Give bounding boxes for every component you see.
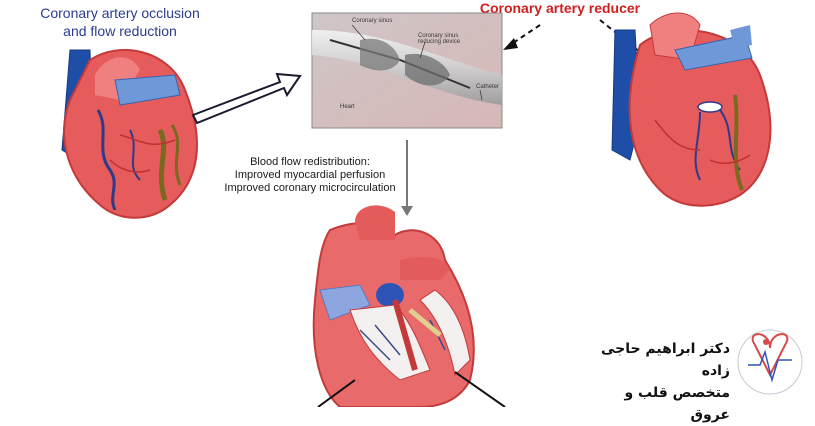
heart-cross-section [312, 205, 506, 407]
occlusion-title: Coronary artery occlusion and flow reduc… [20, 4, 220, 40]
hollow-arrow [191, 72, 302, 125]
label-reducing-device: Coronary sinus reducing device [418, 33, 461, 45]
diagram-canvas [61, 12, 803, 407]
occlusion-title-line1: Coronary artery occlusion [40, 5, 200, 21]
doctor-signature: دکتر ابراهیم حاجی زاده متخصص قلب و عروق [590, 338, 730, 426]
doctor-logo [737, 329, 803, 395]
right-heart-illustration [611, 12, 772, 207]
label-catheter: Catheter [476, 84, 500, 90]
redistribution-line3: Improved coronary microcirculation [224, 182, 396, 194]
label-coronary-sinus: Coronary sinus [352, 18, 393, 24]
reducer-device-image [311, 12, 503, 129]
left-heart-illustration [61, 49, 198, 219]
label-heart: Heart [340, 104, 355, 110]
redistribution-line1: Blood flow redistribution: [250, 156, 370, 168]
doctor-name: دکتر ابراهیم حاجی زاده [600, 341, 730, 379]
reducer-title: Coronary artery reducer [479, 0, 641, 16]
doctor-specialty: متخصص قلب و عروق [624, 385, 730, 423]
occlusion-title-line2: and flow reduction [63, 23, 177, 39]
down-arrow [401, 140, 413, 216]
redistribution-text: Blood flow redistribution: Improved myoc… [205, 156, 415, 195]
redistribution-line2: Improved myocardial perfusion [234, 169, 386, 181]
